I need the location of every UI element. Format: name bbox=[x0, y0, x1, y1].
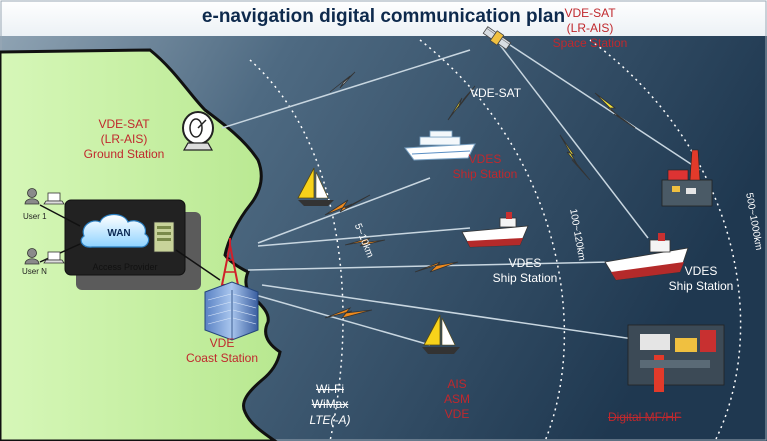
building-icon bbox=[204, 281, 259, 341]
vde-sat-link-label: VDE-SAT bbox=[470, 86, 522, 100]
space-station-line-2: (LR-AIS) bbox=[566, 21, 614, 35]
space-station-line-3: Space Station bbox=[552, 36, 628, 50]
ship-station-3-line-1: VDES bbox=[684, 264, 718, 278]
laptop-icon bbox=[43, 251, 65, 264]
lightning-bolt-icon bbox=[324, 194, 371, 216]
lightning-bolt-icon bbox=[324, 307, 373, 319]
ship-station-2-line-1: VDES bbox=[508, 256, 542, 270]
wifi-label: Wi-Fi bbox=[316, 382, 344, 396]
user-icon bbox=[24, 248, 40, 265]
cargo-ship-icon bbox=[461, 212, 529, 248]
vde-line: VDE bbox=[444, 407, 470, 421]
sailboat-icon bbox=[297, 167, 334, 206]
ship-station-2-line-2: Ship Station bbox=[492, 271, 558, 285]
coast-station-label: VDE Coast Station bbox=[176, 336, 268, 366]
lightning-bolt-icon bbox=[447, 85, 476, 121]
satellite-icon bbox=[482, 26, 512, 50]
lightning-bolt-icon bbox=[594, 92, 636, 129]
ship-station-1-line-2: Ship Station bbox=[452, 167, 518, 181]
ship-station-1-line-1: VDES bbox=[468, 152, 502, 166]
asm-line: ASM bbox=[443, 392, 470, 406]
user-1-label: User 1 bbox=[23, 212, 47, 221]
coast-station-line-2: Coast Station bbox=[185, 351, 259, 365]
cruise-ship-icon bbox=[404, 130, 476, 161]
ground-station-line-3: Ground Station bbox=[83, 147, 165, 161]
ship-station-2-label: VDES Ship Station bbox=[480, 256, 570, 286]
lightning-bolts bbox=[324, 71, 636, 319]
ground-station-line-2: (LR-AIS) bbox=[100, 132, 148, 146]
range-arc-1 bbox=[249, 59, 344, 441]
space-station-label: VDE-SAT (LR-AIS) Space Station bbox=[545, 6, 635, 51]
ais-asm-vde-label: AIS ASM VDE bbox=[432, 377, 482, 422]
range-arc-3 bbox=[589, 39, 742, 441]
ais-line: AIS bbox=[447, 377, 467, 391]
user-icon bbox=[24, 188, 40, 205]
server-icon bbox=[153, 221, 175, 253]
laptop-icon bbox=[43, 192, 65, 205]
wimax-label: WiMax bbox=[311, 397, 349, 411]
range-arc-2 bbox=[419, 39, 566, 441]
lightning-bolt-icon bbox=[329, 71, 356, 93]
digital-mf-hf-label: Digital MF/HF bbox=[608, 410, 682, 424]
lightning-bolt-icon bbox=[414, 261, 459, 273]
coast-station-line-1: VDE bbox=[209, 336, 235, 350]
range-arcs bbox=[249, 39, 742, 441]
ground-station-label: VDE-SAT (LR-AIS) Ground Station bbox=[78, 117, 170, 162]
page-title: e-navigation digital communication plan bbox=[201, 6, 566, 27]
wan-label: WAN bbox=[107, 228, 131, 239]
user-1-link bbox=[39, 204, 81, 227]
satellite-dish-icon bbox=[182, 111, 214, 151]
oil-rig-icon bbox=[661, 149, 713, 207]
ground-station-line-1: VDE-SAT bbox=[98, 117, 150, 131]
lte-label: LTE(-A) bbox=[309, 413, 351, 427]
oil-rig-icon bbox=[627, 324, 725, 392]
access-provider-label: Access Provider bbox=[92, 262, 158, 272]
ship-station-3-line-2: Ship Station bbox=[668, 279, 734, 293]
user-n-label: User N bbox=[22, 267, 47, 276]
lightning-bolt-icon bbox=[559, 134, 591, 181]
cargo-ship-icon bbox=[604, 233, 689, 281]
lightning-bolt-icon bbox=[344, 237, 386, 247]
space-station-line-1: VDE-SAT bbox=[564, 6, 616, 20]
ship-station-1-label: VDES Ship Station bbox=[440, 152, 530, 182]
cloud-icon bbox=[80, 213, 150, 248]
sailboat-icon bbox=[422, 314, 460, 354]
ship-station-3-label: VDES Ship Station bbox=[656, 264, 746, 294]
server-link bbox=[175, 249, 221, 281]
